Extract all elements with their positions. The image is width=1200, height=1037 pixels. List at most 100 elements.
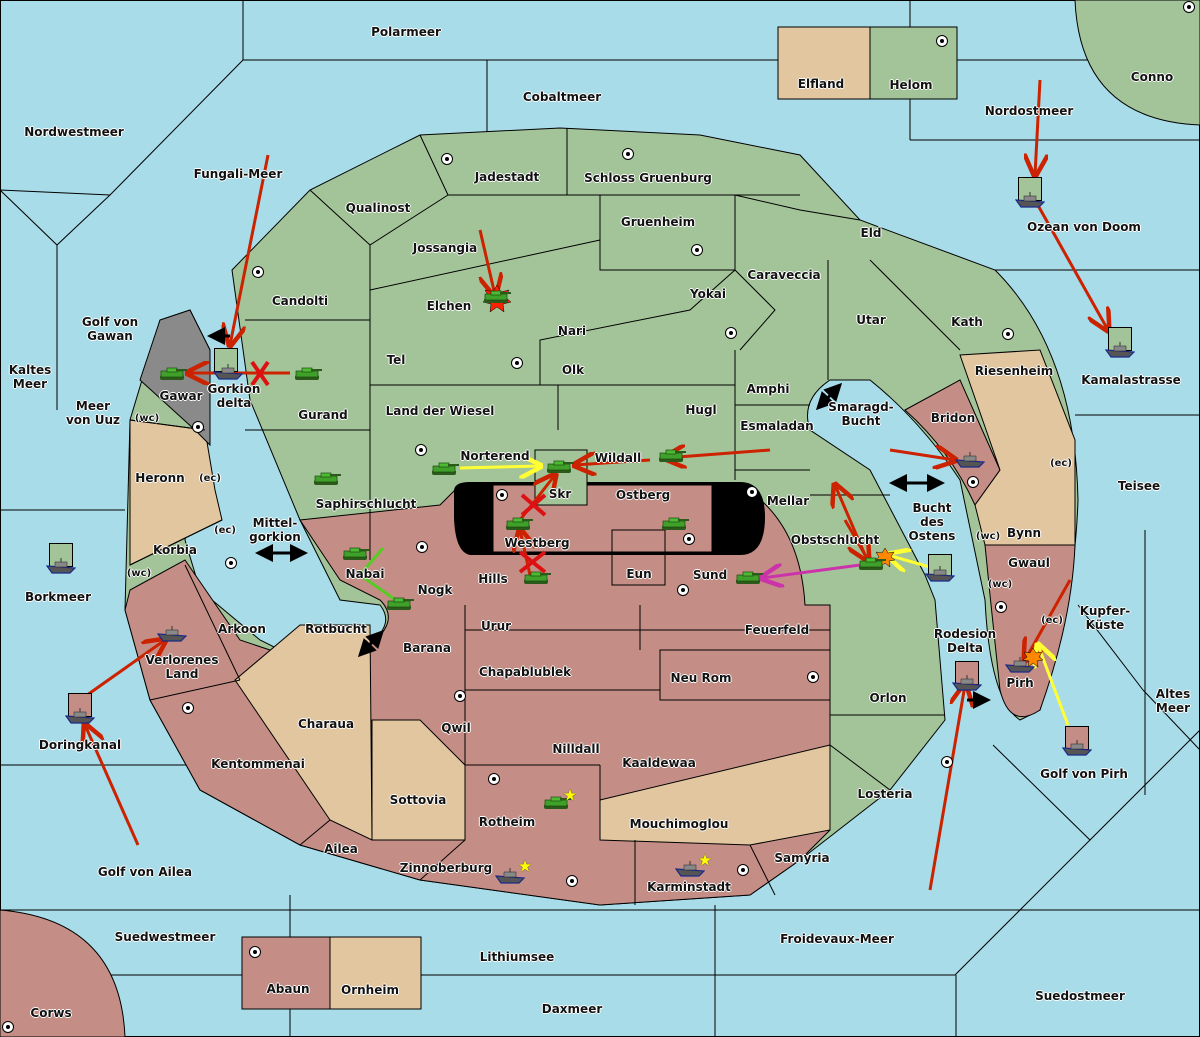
army-unit-icon[interactable] bbox=[522, 571, 552, 585]
fleet-unit-icon[interactable] bbox=[1005, 657, 1035, 673]
army-unit-icon[interactable] bbox=[504, 517, 534, 531]
sea-label: Borkmeer bbox=[25, 590, 91, 604]
coast-label: (ec) bbox=[214, 525, 236, 536]
province-label: Heronn bbox=[135, 471, 185, 485]
province-label: Qualinost bbox=[345, 201, 411, 215]
supply-center-icon bbox=[249, 946, 261, 958]
army-unit-icon[interactable] bbox=[312, 472, 342, 486]
army-unit-icon[interactable] bbox=[385, 597, 415, 611]
province-label: Esmaladan bbox=[740, 419, 814, 433]
province-label: Conno bbox=[1130, 70, 1174, 84]
supply-center-icon bbox=[941, 756, 953, 768]
province-label: Obstschlucht bbox=[790, 533, 880, 547]
fleet-unit-icon[interactable] bbox=[925, 566, 955, 582]
sea-label: Rodesion Delta bbox=[933, 627, 997, 655]
province-label: Helom bbox=[889, 78, 933, 92]
province-label: Barana bbox=[403, 641, 451, 655]
province-label: Neu Rom bbox=[670, 671, 732, 685]
province-label: Westberg bbox=[504, 536, 570, 550]
army-unit-icon[interactable] bbox=[482, 290, 512, 304]
supply-center-icon bbox=[1183, 1, 1195, 13]
province-label: Saphirschlucht bbox=[315, 497, 417, 511]
sea-label: Golf von Pirh bbox=[1040, 767, 1128, 781]
fleet-unit-icon[interactable] bbox=[952, 675, 982, 691]
sea-label: Bucht des Ostens bbox=[908, 501, 956, 543]
army-unit-icon[interactable] bbox=[341, 547, 371, 561]
coast-label: (wc) bbox=[975, 531, 1001, 542]
land-borders bbox=[129, 128, 961, 905]
army-unit-icon[interactable] bbox=[734, 571, 764, 585]
retreat-arrows bbox=[207, 327, 991, 709]
fleet-unit-icon[interactable] bbox=[46, 558, 76, 574]
army-unit-icon[interactable] bbox=[542, 796, 572, 810]
province-ornheim[interactable] bbox=[329, 936, 422, 1010]
province-label: Kath bbox=[951, 315, 983, 329]
fleet-unit-icon[interactable] bbox=[213, 364, 243, 380]
supply-center-icon bbox=[683, 533, 695, 545]
fleet-unit-icon[interactable] bbox=[157, 626, 187, 642]
sea-label: Golf von Gawan bbox=[81, 315, 139, 343]
sea-label: Mittel- gorkion bbox=[249, 516, 301, 544]
province-label: Corws bbox=[30, 1006, 72, 1020]
neutral-territories bbox=[129, 349, 1076, 846]
army-unit-icon[interactable] bbox=[430, 462, 460, 476]
supply-center-icon bbox=[967, 476, 979, 488]
province-corws[interactable] bbox=[0, 909, 126, 1037]
supply-center-icon bbox=[746, 486, 758, 498]
province-label: Wildall bbox=[594, 451, 642, 465]
army-unit-icon[interactable] bbox=[660, 517, 690, 531]
army-unit-icon[interactable] bbox=[158, 367, 188, 381]
province-elfland[interactable] bbox=[777, 26, 871, 100]
province-label: Caraveccia bbox=[747, 268, 821, 282]
sea-label: Doringkanal bbox=[38, 738, 122, 752]
province-label: Korbia bbox=[152, 543, 198, 557]
province-label: Verlorenes Land bbox=[145, 653, 219, 681]
coast-label: (wc) bbox=[987, 579, 1013, 590]
province-label: Yokai bbox=[689, 287, 727, 301]
province-label: Sottovia bbox=[389, 793, 447, 807]
province-label: Riesenheim bbox=[974, 364, 1054, 378]
army-unit-icon[interactable] bbox=[545, 460, 575, 474]
fleet-unit-icon[interactable] bbox=[1015, 192, 1045, 208]
supply-center-icon bbox=[807, 671, 819, 683]
sea-label: Fungali-Meer bbox=[193, 167, 283, 181]
supply-center-icon bbox=[192, 421, 204, 433]
province-label: Gawar bbox=[159, 389, 203, 403]
fleet-unit-icon[interactable] bbox=[955, 452, 985, 468]
province-label: Tel bbox=[386, 353, 406, 367]
supply-center-icon bbox=[225, 557, 237, 569]
province-label: Losteria bbox=[857, 787, 913, 801]
province-label: Nari bbox=[557, 324, 587, 338]
fleet-unit-icon[interactable] bbox=[495, 868, 525, 884]
province-label: Candolti bbox=[271, 294, 329, 308]
province-label: Qwil bbox=[441, 721, 471, 735]
army-unit-icon[interactable] bbox=[657, 449, 687, 463]
sea-label: Suedostmeer bbox=[1035, 989, 1125, 1003]
build-star-icon: ★ bbox=[517, 856, 533, 876]
fleet-unit-icon[interactable] bbox=[1105, 342, 1135, 358]
fleet-unit-icon[interactable] bbox=[1062, 740, 1092, 756]
army-unit-icon[interactable] bbox=[857, 557, 887, 571]
sea-label: Kaltes Meer bbox=[8, 363, 52, 391]
sea-label: Suedwestmeer bbox=[114, 930, 216, 944]
fleet-unit-icon[interactable] bbox=[675, 861, 705, 877]
supply-center-icon bbox=[737, 864, 749, 876]
sea-label: Cobaltmeer bbox=[522, 90, 602, 104]
province-label: Pirh bbox=[1006, 676, 1034, 690]
province-label: Mouchimoglou bbox=[629, 817, 729, 831]
province-label: Abaun bbox=[266, 982, 310, 996]
province-conno[interactable] bbox=[1074, 0, 1200, 126]
province-label: Land der Wiesel bbox=[385, 404, 495, 418]
failed-order-marks bbox=[250, 360, 547, 574]
province-label: Mellar bbox=[766, 494, 810, 508]
sea-label: Nordostmeer bbox=[984, 104, 1074, 118]
province-label: Amphi bbox=[746, 382, 790, 396]
supply-center-icon bbox=[725, 327, 737, 339]
army-unit-icon[interactable] bbox=[293, 367, 323, 381]
fleet-unit-icon[interactable] bbox=[65, 708, 95, 724]
sea-label: Rotbucht bbox=[305, 622, 367, 636]
province-label: Hills bbox=[478, 572, 508, 586]
province-label: Utar bbox=[856, 313, 886, 327]
